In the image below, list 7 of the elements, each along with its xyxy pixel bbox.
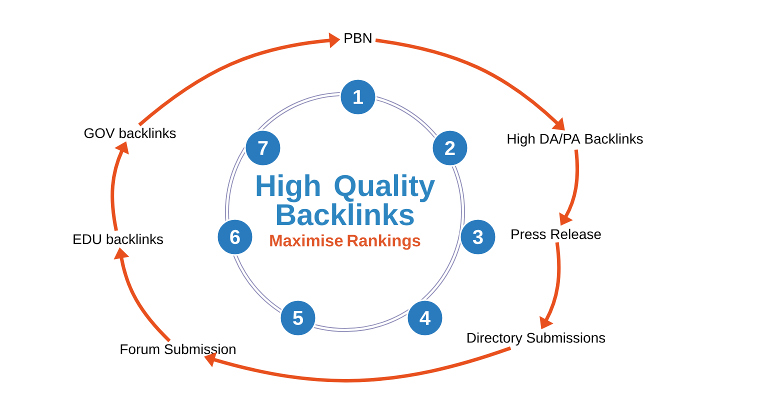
step-label: GOV backlinks	[84, 128, 176, 138]
step-label: High DA/PA Backlinks	[508, 133, 643, 147]
step-label: Directory Submissions	[468, 332, 606, 346]
step-label: Press Release	[512, 228, 601, 240]
step-label: Forum Submission	[120, 344, 236, 354]
step-label: EDU backlinks	[74, 234, 163, 244]
step-label: PBN	[344, 33, 372, 43]
